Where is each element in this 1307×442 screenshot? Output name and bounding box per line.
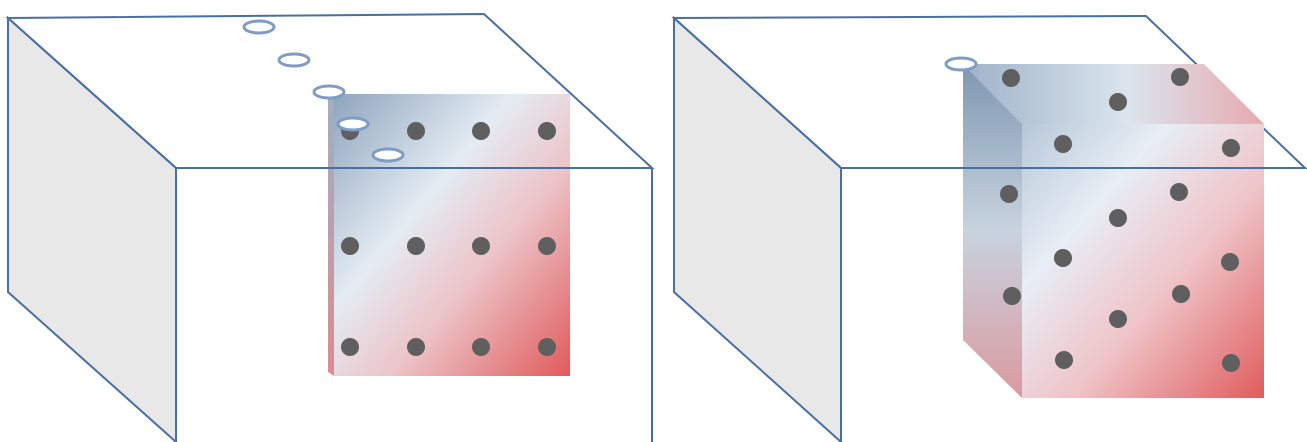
right-dot — [1055, 351, 1073, 369]
right-panel — [674, 16, 1305, 442]
right-dot — [1109, 310, 1127, 328]
left-dot — [407, 338, 425, 356]
right-dot — [1003, 287, 1021, 305]
left-dot — [538, 237, 556, 255]
left-bubble — [338, 118, 368, 130]
right-bubble — [946, 58, 976, 70]
left-dot — [472, 122, 490, 140]
left-dot — [472, 338, 490, 356]
left-bubble — [244, 21, 274, 33]
right-dot — [1109, 93, 1127, 111]
left-dot — [472, 237, 490, 255]
left-bubble — [279, 54, 309, 66]
right-dot — [1054, 135, 1072, 153]
left-dot — [341, 237, 359, 255]
right-dot — [1172, 285, 1190, 303]
right-dot — [1222, 139, 1240, 157]
left-block-front — [334, 94, 570, 376]
left-side-panel — [8, 18, 176, 442]
right-dot — [1221, 253, 1239, 271]
left-dot — [407, 122, 425, 140]
right-side-panel — [674, 18, 841, 442]
right-dot — [1109, 209, 1127, 227]
right-dot — [1002, 69, 1020, 87]
left-dot — [538, 338, 556, 356]
right-dot — [1054, 249, 1072, 267]
left-bubble — [314, 86, 344, 98]
right-dot — [1000, 185, 1018, 203]
right-dot — [1170, 183, 1188, 201]
left-bubble — [373, 149, 403, 161]
left-panel — [8, 14, 652, 442]
left-dot — [407, 237, 425, 255]
right-dot — [1171, 68, 1189, 86]
left-dot — [538, 122, 556, 140]
left-dot — [341, 338, 359, 356]
right-dot — [1222, 354, 1240, 372]
left-block-side — [328, 92, 334, 376]
